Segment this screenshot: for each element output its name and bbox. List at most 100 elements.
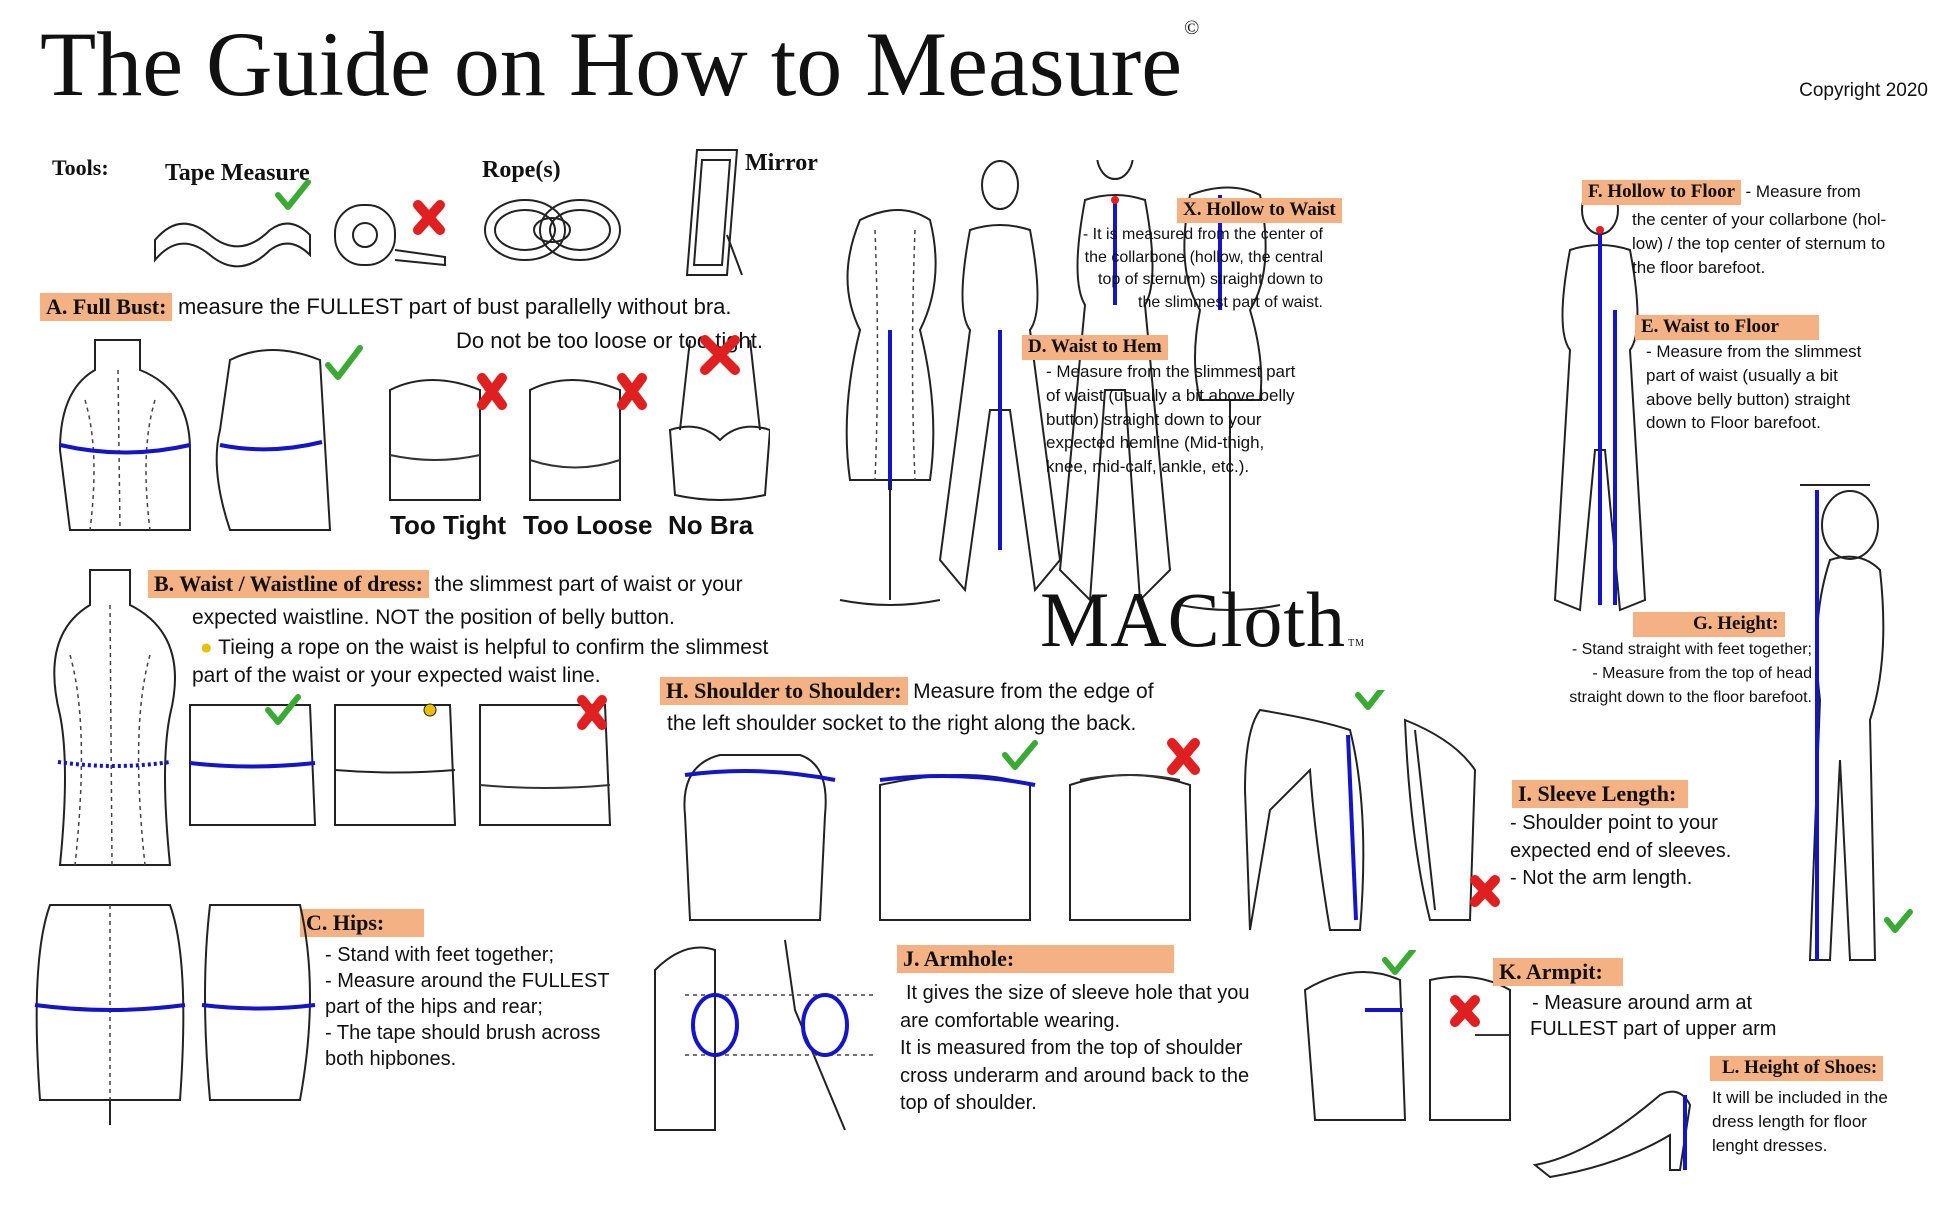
armpit-tag: K. Armpit: [1493,958,1623,987]
sleeve-correct-figure [1243,690,1385,931]
height-section-header: G. Height: [1633,612,1785,637]
no-bra-caption: No Bra [668,510,754,540]
hollow-floor-line2: the center of your collarbone (hol- [1632,210,1887,229]
bust-correct-figure [215,345,363,531]
shoes-section-header: L. Height of Shoes: [1710,1056,1884,1081]
bust-dress-form [58,339,191,531]
waist-tag: B. Waist / Waistline of dress: [148,570,429,599]
height-line2: - Measure from the top of head [1592,665,1812,682]
hollow-waist-line3: top of sternum) straight down to [1098,271,1323,289]
sleeve-line2: expected end of sleeves. [1510,839,1732,862]
shoulder-line1: Measure from the edge of [913,680,1154,703]
hollow-to-floor-body [1553,200,1647,612]
hollow-floor-section-header: F. Hollow to Floor - Measure from [1582,180,1861,205]
armpit-section-header: K. Armpit: [1493,958,1623,987]
waist-floor-line3: above belly button) straight [1646,389,1851,409]
sleeve-tag: I. Sleeve Length: [1512,780,1689,809]
waist-wrong-figure [479,695,612,826]
bust-line1: measure the FULLEST part of bust paralle… [177,294,732,319]
copyright-text: Copyright 2020 [1799,80,1928,101]
shoulder-illustrations [683,738,1200,921]
waist-line3-row: ● Tieing a rope on the waist is helpful … [200,634,768,662]
brand-tm: TM [1348,638,1366,649]
shoes-line2: dress length for floor [1712,1111,1867,1131]
armhole-tag: J. Armhole: [897,945,1175,974]
waist-correct-figure [189,694,317,826]
too-loose-caption: Too Loose [523,510,653,540]
right-figures [1553,200,1913,961]
hollow-floor-tag: F. Hollow to Floor [1582,180,1742,205]
hollow-floor-line3: low) / the top center of sternum to [1632,233,1886,253]
waist-illustrations [53,569,612,866]
waist-hem-text: - Measure from the slimmest part of wais… [1046,360,1295,479]
waist-dress-form [53,569,176,866]
shoes-line1: It will be included in the [1712,1088,1888,1107]
hollow-to-waist-body [1058,160,1172,603]
bust-section-header: A. Full Bust: measure the FULLEST part o… [40,292,732,322]
shoulder-wrong-figure [1069,738,1200,921]
hips-body-figure [201,904,316,1101]
mirror-icon [685,149,743,276]
hips-illustrations [34,904,316,1125]
hips-line1: - Stand with feet together; [325,944,555,966]
hollow-floor-line1: - Measure from [1745,182,1861,201]
armhole-section-header: J. Armhole: [897,945,1175,974]
hollow-floor-text: the center of your collarbone (hol- low)… [1632,208,1886,279]
armpit-wrong-figure [1429,975,1511,1121]
rope-icon [484,199,621,261]
waist-to-hem-body [938,160,1062,593]
hollow-floor-line4: the floor barefoot. [1632,257,1766,277]
hollow-waist-tag: X. Hollow to Waist [1177,198,1342,223]
shoulder-correct-figure [879,740,1038,921]
waist-line1: the slimmest part of waist or your [434,573,743,596]
hips-line5: both hipbones. [325,1048,457,1070]
hollow-waist-line4: the slimmest part of waist. [1138,294,1323,312]
armhole-illustrations [654,939,875,1131]
shoes-line3: lenght dresses. [1712,1135,1828,1155]
waist-rope-figure [334,703,457,826]
height-text: - Stand straight with feet together; - M… [1530,638,1812,710]
shoulder-tag: H. Shoulder to Shoulder: [660,677,908,706]
shoulder-dress-form [683,754,836,921]
bust-no-bra-figure [668,335,770,501]
shoes-text: It will be included in the dress length … [1712,1086,1888,1157]
waist-floor-tag: E. Waist to Floor [1635,315,1819,340]
hips-line3: part of the hips and rear; [325,996,543,1018]
shoulder-section-header: H. Shoulder to Shoulder: Measure from th… [660,677,1154,706]
sleeve-line1: - Shoulder point to your [1510,812,1718,834]
waist-floor-line4: down to Floor barefoot. [1646,413,1821,433]
height-line3: straight down to the floor barefoot. [1569,689,1812,706]
waist-floor-text: - Measure from the slimmest part of wais… [1646,340,1861,435]
hips-dress-form [34,904,186,1125]
hips-tag: C. Hips: [300,909,425,938]
waist-hem-tag: D. Waist to Hem [1022,335,1168,360]
bust-too-loose-figure [529,373,647,501]
lightbulb-icon: ● [200,636,213,659]
waist-hem-line1: - Measure from the slimmest part [1046,362,1296,381]
waist-line2: expected waistline. NOT the position of … [192,606,675,629]
height-line1: - Stand straight with feet together; [1571,641,1812,658]
waist-hem-line3: button) straight down to your [1046,409,1262,429]
hollow-waist-text: - It is measured from the center of the … [1040,224,1323,315]
waist-floor-line2: part of waist (usually a bit [1646,365,1838,385]
waist-section-header: B. Waist / Waistline of dress: the slimm… [148,570,743,599]
too-tight-caption: Too Tight [390,510,506,540]
hollow-waist-line2: the collarbone (hollow, the central [1084,248,1323,266]
hips-line2: - Measure around the FULLEST [325,970,610,992]
waist-line4: part of the waist or your expected waist… [192,664,601,687]
waist-to-hem-dress-form [839,209,941,606]
brand-name: MACloth [1040,576,1347,663]
page-title: The Guide on How to Measure© [40,18,1199,110]
waist-line3: Tieing a rope on the waist is helpful to… [218,636,769,659]
armhole-line4: cross underarm and around back to the [900,1064,1250,1087]
bust-illustrations [58,335,770,531]
height-body [1800,484,1913,961]
armhole-line5: top of shoulder. [900,1092,1037,1115]
wrong-tape-icon [334,200,446,267]
waist-hem-line2: of waist (usually a bit above belly [1046,385,1295,405]
bust-tag: A. Full Bust: [40,293,173,322]
rope-label: Rope(s) [482,157,561,183]
armhole-line2: are comfortable wearing. [900,1009,1121,1032]
hollow-waist-line1: - It is measured from the center of [1082,226,1323,243]
